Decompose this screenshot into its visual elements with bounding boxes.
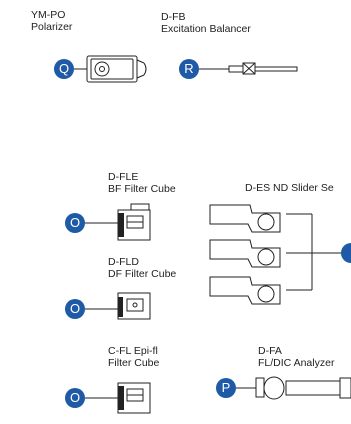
- excitation-balancer-name: Excitation Balancer: [161, 23, 251, 35]
- bf-filter-cube-name: BF Filter Cube: [108, 183, 176, 195]
- badge-p: P: [216, 378, 236, 398]
- df-filter-cube-name: DF Filter Cube: [108, 268, 177, 280]
- fl-dic-analyzer-name: FL/DIC Analyzer: [258, 357, 335, 369]
- df-filter-cube-drawing: [85, 292, 151, 320]
- fl-dic-analyzer-drawing: [236, 376, 351, 400]
- polarizer-drawing: [74, 55, 147, 83]
- df-filter-cube-code: D-FLD: [108, 256, 139, 268]
- bf-cube-grip: [118, 213, 124, 237]
- bf-filter-cube-drawing: [85, 203, 151, 241]
- excitation-balancer-drawing: [199, 62, 298, 75]
- df-cube-grip: [118, 297, 123, 317]
- badge-r: R: [179, 59, 199, 79]
- nd-slider-set-label: D-ES ND Slider Se: [245, 182, 334, 194]
- nd-slider-set-drawing: [209, 204, 343, 305]
- polarizer-name: Polarizer: [31, 21, 73, 33]
- excitation-balancer-code: D-FB: [161, 11, 186, 23]
- bf-filter-cube-code: D-FLE: [108, 171, 139, 183]
- cfl-cube-grip: [118, 386, 124, 410]
- nd-slider-2: [209, 239, 281, 268]
- fl-dic-analyzer-code: D-FA: [258, 345, 282, 357]
- nd-slider-3: [209, 276, 281, 305]
- badge-q: Q: [54, 59, 74, 79]
- nd-slider-1: [209, 204, 281, 233]
- badge-o-cfl: O: [65, 388, 85, 408]
- badge-nd-slider-set: [341, 243, 351, 263]
- cfl-filter-cube-drawing: [85, 382, 151, 414]
- badge-o-df: O: [65, 299, 85, 319]
- cfl-filter-cube-code: C-FL Epi-fl: [108, 345, 158, 357]
- cfl-filter-cube-name: Filter Cube: [108, 357, 160, 369]
- polarizer-code: YM-PO: [31, 9, 66, 21]
- badge-o-bf: O: [65, 213, 85, 233]
